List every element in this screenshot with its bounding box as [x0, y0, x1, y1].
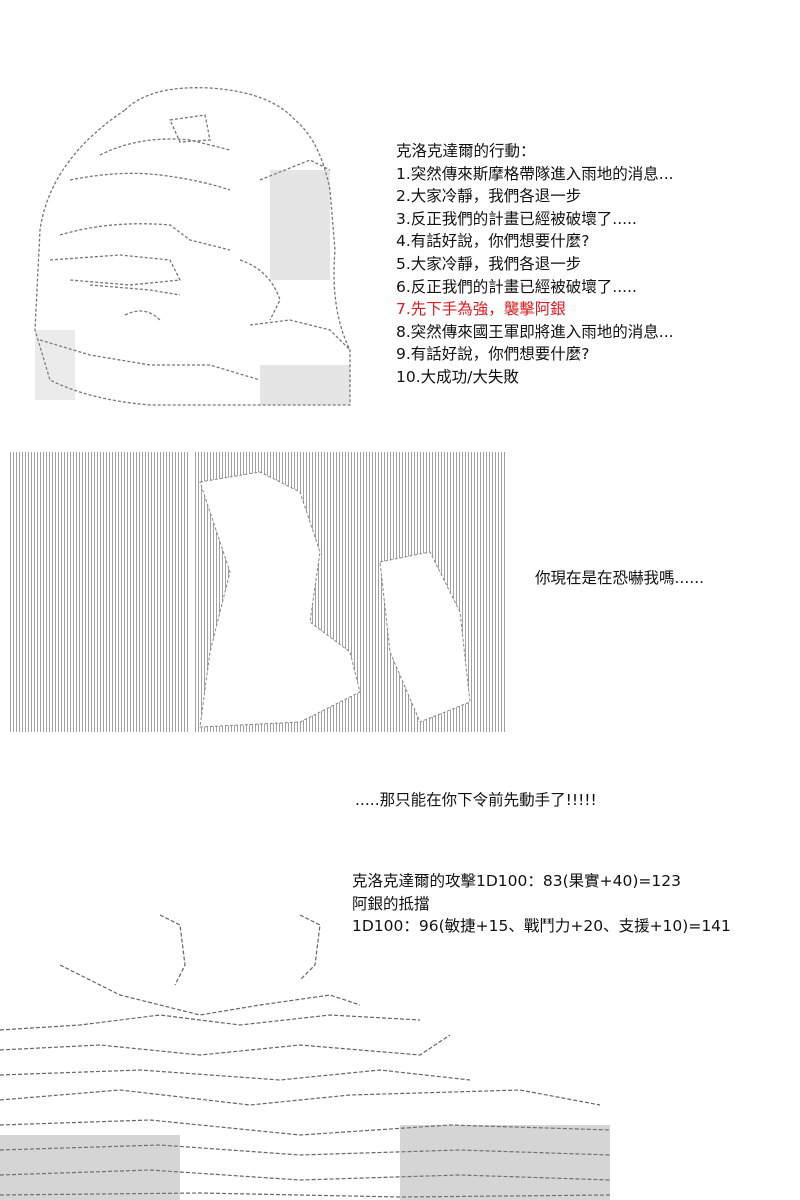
ascii-art-dark-scene [0, 452, 510, 732]
ascii-texture-left [10, 452, 190, 732]
action-list: 克洛克達爾的行動： 1.突然傳來斯摩格帶隊進入雨地的消息... 2.大家冷靜，我… [396, 140, 674, 389]
dialogue-threat: 你現在是在恐嚇我嗎...... [535, 569, 705, 587]
ascii-art-crocodile [34, 87, 351, 406]
action-option-3: 3.反正我們的計畫已經被破壞了..... [396, 209, 637, 228]
action-option-1: 1.突然傳來斯摩格帶隊進入雨地的消息... [396, 164, 674, 183]
dialogue-strike-first: .....那只能在你下令前先動手了!!!!! [355, 791, 597, 809]
action-heading: 克洛克達爾的行動： [396, 142, 536, 160]
ascii-art-sand-attack [0, 914, 611, 1200]
action-option-2: 2.大家冷靜，我們各退一步 [396, 187, 582, 206]
attack-roll: 克洛克達爾的攻擊1D100：83(果實+40)=123 [352, 872, 681, 890]
dice-roll-results: 克洛克達爾的攻擊1D100：83(果實+40)=123 阿銀的抵擋 1D100：… [352, 870, 731, 938]
ascii-figure [199, 471, 471, 728]
action-option-4: 4.有話好說，你們想要什麼? [396, 232, 590, 251]
action-option-10: 10.大成功/大失敗 [396, 367, 519, 386]
action-option-7-selected: 7.先下手為強，襲擊阿銀 [396, 300, 566, 319]
action-option-9: 9.有話好說，你們想要什麼? [396, 345, 590, 364]
action-option-5: 5.大家冷靜，我們各退一步 [396, 254, 582, 273]
action-option-8: 8.突然傳來國王軍即將進入雨地的消息... [396, 322, 674, 341]
defense-roll: 1D100：96(敏捷+15、戰鬥力+20、支援+10)=141 [352, 917, 731, 936]
defense-label: 阿銀的抵擋 [352, 894, 430, 913]
action-option-6: 6.反正我們的計畫已經被破壞了..... [396, 277, 637, 296]
